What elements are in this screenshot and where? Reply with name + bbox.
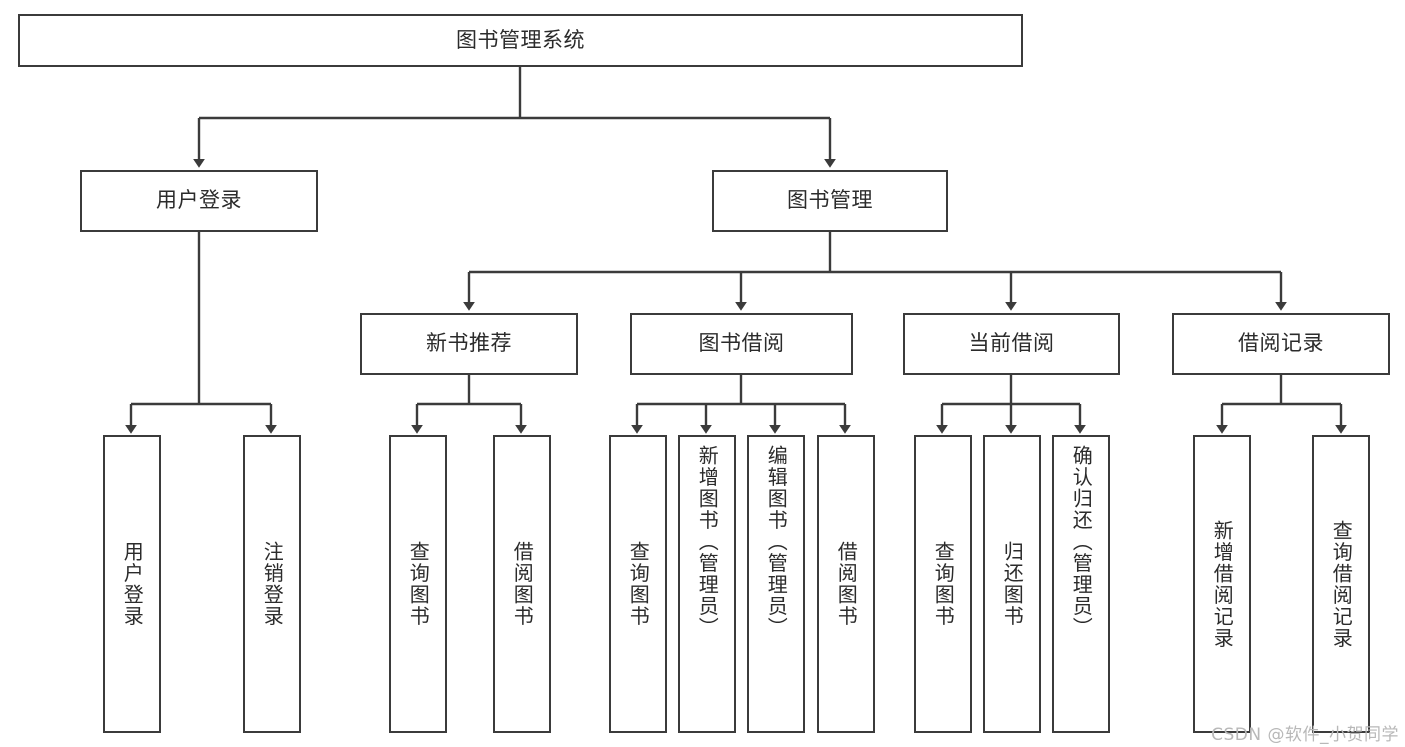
node-new-book-recommend[interactable]: 新书推荐 xyxy=(360,313,578,375)
node-leaf-query-book-rec[interactable]: 查询图书 xyxy=(389,435,447,733)
node-label: 归还图书 xyxy=(1000,541,1025,627)
node-book-management[interactable]: 图书管理 xyxy=(712,170,948,232)
node-label: 编辑图书（管理员） xyxy=(764,445,789,639)
node-label: 借阅图书 xyxy=(510,541,535,627)
node-current-borrow[interactable]: 当前借阅 xyxy=(903,313,1120,375)
node-leaf-edit-book-admin[interactable]: 编辑图书（管理员） xyxy=(747,435,805,733)
node-label: 图书管理系统 xyxy=(456,27,585,52)
node-root-system[interactable]: 图书管理系统 xyxy=(18,14,1023,67)
node-leaf-confirm-return-admin[interactable]: 确认归还（管理员） xyxy=(1052,435,1110,733)
node-label: 新书推荐 xyxy=(426,331,512,356)
node-label: 图书借阅 xyxy=(698,331,785,356)
node-leaf-logout[interactable]: 注销登录 xyxy=(243,435,301,733)
node-label: 用户登录 xyxy=(156,188,242,213)
connector-user-login-to-leaves xyxy=(125,232,277,434)
node-label: 借阅记录 xyxy=(1238,331,1324,356)
connector-current-borrow-to-leaves xyxy=(936,375,1086,434)
connector-new-book-rec-to-leaves xyxy=(411,375,527,434)
node-leaf-query-book-borrow[interactable]: 查询图书 xyxy=(609,435,667,733)
connector-borrow-record-to-leaves xyxy=(1216,375,1347,434)
connector-book-mgmt-to-level3 xyxy=(463,232,1287,311)
node-label: 新增借阅记录 xyxy=(1210,519,1235,649)
node-leaf-borrow-book-rec[interactable]: 借阅图书 xyxy=(493,435,551,733)
node-label: 查询图书 xyxy=(931,541,956,627)
node-user-login[interactable]: 用户登录 xyxy=(80,170,318,232)
node-label: 查询图书 xyxy=(406,541,431,627)
node-leaf-query-book-current[interactable]: 查询图书 xyxy=(914,435,972,733)
node-label: 用户登录 xyxy=(120,541,145,627)
node-label: 注销登录 xyxy=(260,541,285,627)
node-book-borrow[interactable]: 图书借阅 xyxy=(630,313,853,375)
node-label: 当前借阅 xyxy=(968,331,1055,356)
connector-book-borrow-to-leaves xyxy=(631,375,851,434)
node-leaf-add-book-admin[interactable]: 新增图书（管理员） xyxy=(678,435,736,733)
node-leaf-borrow-book[interactable]: 借阅图书 xyxy=(817,435,875,733)
node-label: 借阅图书 xyxy=(834,541,859,627)
node-label: 查询借阅记录 xyxy=(1329,519,1354,649)
node-label: 查询图书 xyxy=(626,541,651,627)
node-label: 新增图书（管理员） xyxy=(695,445,720,639)
node-label: 图书管理 xyxy=(787,188,873,213)
node-leaf-user-login[interactable]: 用户登录 xyxy=(103,435,161,733)
node-borrow-record[interactable]: 借阅记录 xyxy=(1172,313,1390,375)
connector-root-to-level2 xyxy=(193,66,836,168)
node-leaf-query-borrow-record[interactable]: 查询借阅记录 xyxy=(1312,435,1370,733)
node-leaf-return-book[interactable]: 归还图书 xyxy=(983,435,1041,733)
node-label: 确认归还（管理员） xyxy=(1069,445,1094,639)
node-leaf-add-borrow-record[interactable]: 新增借阅记录 xyxy=(1193,435,1251,733)
